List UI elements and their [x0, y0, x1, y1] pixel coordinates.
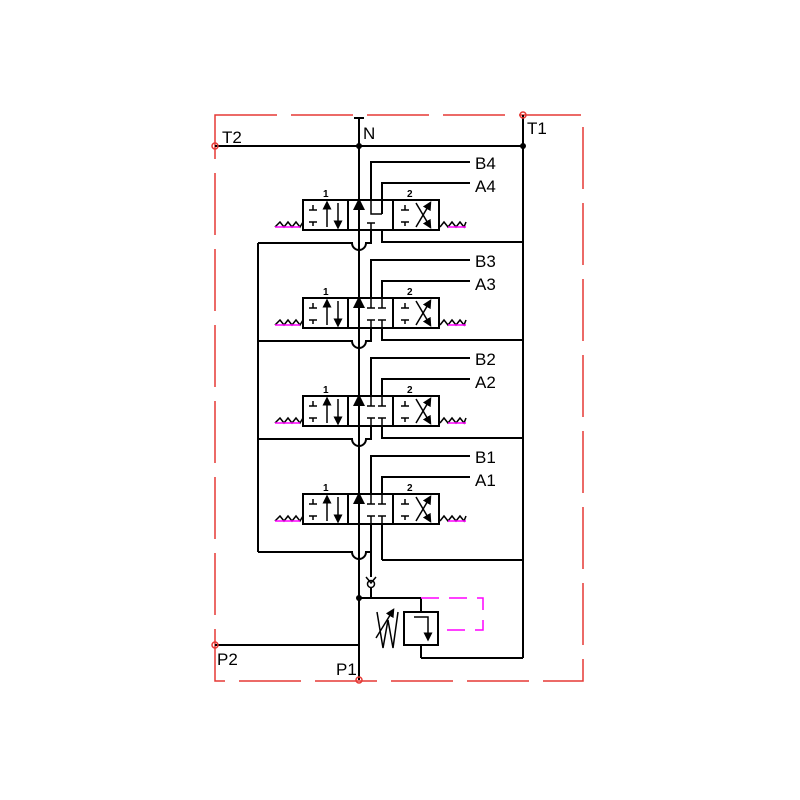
port-label-b: B1: [475, 448, 496, 467]
junction-dot: [356, 143, 362, 149]
blocked-port-icon: [401, 401, 409, 422]
return-jump-line: [258, 426, 372, 447]
spring-right-icon: [439, 514, 467, 523]
a-return-line: [381, 328, 523, 341]
port-label-n: N: [363, 124, 375, 143]
blocked-port-icon: [309, 205, 317, 226]
cross-arrow-icon: [415, 495, 432, 522]
a-return-line: [381, 230, 523, 243]
port-label-b: B3: [475, 252, 496, 271]
port-p2-marker: [211, 641, 219, 649]
check-valve: [365, 552, 377, 598]
cross-arrow-icon: [415, 202, 432, 229]
port-t2-marker: [211, 142, 219, 150]
relief-valve: [356, 595, 523, 659]
return-jump-line: [258, 524, 372, 560]
port-label-p1: P1: [336, 660, 357, 679]
spring-right-icon: [439, 416, 467, 425]
valve-body-outline: [214, 114, 584, 682]
port-b-line: [370, 259, 470, 298]
port-label-t1: T1: [527, 119, 547, 138]
blocked-port-icon: [309, 401, 317, 422]
blocked-port-icon: [401, 499, 409, 520]
port-label-p2: P2: [217, 650, 238, 669]
spring-left-icon: [274, 220, 304, 229]
position-label-2: 2: [407, 287, 413, 298]
port-b-line: [370, 455, 470, 494]
cross-arrow-icon: [415, 299, 432, 326]
position-label-1: 1: [323, 287, 329, 298]
center-closed-icon: [367, 396, 386, 426]
return-jump-line: [258, 230, 372, 251]
port-b-line: [370, 161, 470, 200]
junction-dot: [356, 595, 362, 601]
junction-dot: [520, 143, 526, 149]
cross-arrow-icon: [415, 398, 432, 425]
port-label-a: A3: [475, 275, 496, 294]
cross-arrow-icon: [415, 397, 432, 424]
port-label-a: A1: [475, 471, 496, 490]
blocked-port-icon: [401, 303, 409, 324]
position-label-1: 1: [323, 483, 329, 494]
port-a-line: [381, 476, 470, 494]
port-a-line: [381, 182, 470, 214]
position-label-2: 2: [407, 385, 413, 396]
port-a-line: [381, 378, 470, 396]
port-p1-marker: [355, 676, 363, 684]
port-label-t2: T2: [222, 128, 242, 147]
center-closed-icon: [367, 494, 386, 524]
position-label-1: 1: [323, 385, 329, 396]
pilot-line: [421, 597, 484, 631]
port-t1-marker: [519, 111, 527, 119]
port-label-b: B2: [475, 350, 496, 369]
port-label-b: B4: [475, 154, 496, 173]
port-label-a: A2: [475, 373, 496, 392]
cross-arrow-icon: [415, 201, 432, 228]
spring-left-icon: [274, 416, 304, 425]
center-float-icon: [367, 200, 382, 230]
blocked-port-icon: [309, 303, 317, 324]
port-label-a: A4: [475, 177, 496, 196]
spring-icon: [376, 611, 399, 649]
return-jump-line: [258, 328, 372, 349]
port-b-line: [370, 357, 470, 396]
center-closed-icon: [367, 298, 386, 328]
position-label-1: 1: [323, 189, 329, 200]
spring-left-icon: [274, 318, 304, 327]
spring-right-icon: [439, 220, 467, 229]
port-markers: [211, 111, 527, 684]
port-a-line: [381, 280, 470, 298]
position-label-2: 2: [407, 483, 413, 494]
a-return-line: [381, 426, 523, 439]
position-label-2: 2: [407, 189, 413, 200]
adjust-arrow-icon: [375, 608, 395, 639]
spring-left-icon: [274, 514, 304, 523]
blocked-port-icon: [401, 205, 409, 226]
cross-arrow-icon: [415, 300, 432, 327]
cross-arrow-icon: [415, 496, 432, 523]
spring-right-icon: [439, 318, 467, 327]
blocked-port-icon: [309, 499, 317, 520]
